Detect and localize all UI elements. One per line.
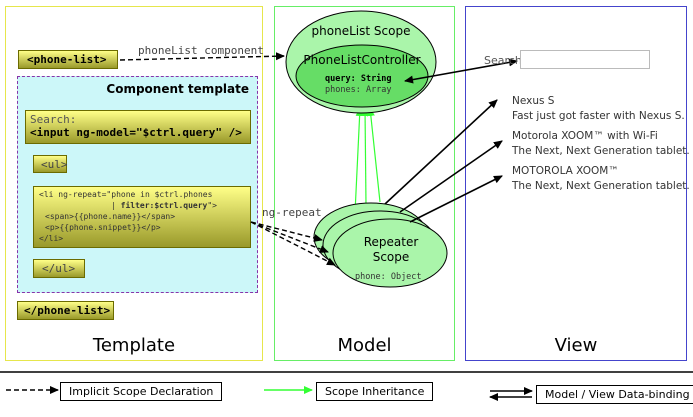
phone-list-open-tag: <phone-list> xyxy=(18,50,118,69)
legend-double-arrow xyxy=(489,387,533,401)
ul-close-tag: </ul> xyxy=(33,259,85,278)
repeater-scope-front-ellipse xyxy=(332,218,448,288)
component-template-title: Component template xyxy=(106,82,249,96)
li-line-2-filter: filter:$ctrl.query xyxy=(120,201,208,210)
scope-inheritance-arrows xyxy=(354,107,381,214)
view-panel-label: View xyxy=(554,335,598,356)
view-item-2-snippet: The Next, Next Generation tablet. xyxy=(512,145,690,157)
view-list-item-3: MOTOROLA XOOM™ The Next, Next Generation… xyxy=(512,164,690,194)
query-key: query xyxy=(325,74,351,84)
repeater-binding-arrows xyxy=(384,99,503,223)
component-dashed-arrow xyxy=(119,52,285,61)
li-line-4: <p>{{phone.snippet}}</p> xyxy=(45,223,161,232)
component-edge-label: phoneList component xyxy=(138,44,264,57)
phonelist-scope-title: phoneList Scope xyxy=(311,24,411,38)
ul-open-tag: <ul> xyxy=(33,155,68,173)
view-item-1-name: Nexus S xyxy=(512,95,555,107)
query-binding-arrow xyxy=(404,58,518,84)
phone-type: : Object xyxy=(380,272,422,282)
phones-prop: phones: Array xyxy=(325,85,392,96)
legend-implicit-scope: Implicit Scope Declaration xyxy=(60,382,223,401)
controller-props: query: String phones: Array xyxy=(325,74,392,96)
ng-repeat-dashed-arrows xyxy=(250,221,336,266)
search-template-input-code: <input ng-model="$ctrl.query" /> xyxy=(30,126,242,139)
phones-key: phones xyxy=(325,85,356,95)
li-line-5: </li> xyxy=(39,234,64,243)
query-prop: query: String xyxy=(325,74,392,85)
view-list-item-1: Nexus S Fast just got faster with Nexus … xyxy=(512,94,685,124)
controller-title: PhoneListController xyxy=(303,53,421,67)
view-list-item-2: Motorola XOOM™ with Wi-Fi The Next, Next… xyxy=(512,129,690,159)
search-template-box: Search: <input ng-model="$ctrl.query" /> xyxy=(25,110,251,144)
li-line-2-pre: | xyxy=(111,201,121,210)
phone-list-close-tag: </phone-list> xyxy=(17,301,114,320)
legend-scope-inheritance: Scope Inheritance xyxy=(316,382,434,401)
ng-repeat-edge-label: ng-repeat xyxy=(262,206,322,219)
view-item-3-snippet: The Next, Next Generation tablet. xyxy=(512,180,690,192)
search-template-label: Search: xyxy=(30,113,77,126)
repeater-scope-title: Repeater Scope xyxy=(350,235,432,265)
phone-key: phone xyxy=(355,272,381,282)
repeater-phone-prop: phone: Object xyxy=(355,272,422,282)
li-line-2-post: "> xyxy=(207,201,217,210)
view-search-label: Search: xyxy=(484,54,526,67)
li-line-1: <li ng-repeat="phone in $ctrl.phones xyxy=(39,190,213,199)
view-item-1-snippet: Fast just got faster with Nexus S. xyxy=(512,110,685,122)
template-panel-label: Template xyxy=(92,335,176,356)
query-type: : String xyxy=(350,74,392,84)
model-panel-label: Model xyxy=(337,335,392,356)
repeater-title-line-2: Scope xyxy=(372,250,410,264)
legend-data-binding: Model / View Data-binding xyxy=(536,385,693,404)
li-repeat-box: <li ng-repeat="phone in $ctrl.phones | f… xyxy=(33,186,251,248)
view-search-input[interactable] xyxy=(520,50,650,69)
li-line-3: <span>{{phone.name}}</span> xyxy=(45,212,176,221)
phones-type: : Array xyxy=(355,85,392,95)
view-item-2-name: Motorola XOOM™ with Wi-Fi xyxy=(512,130,658,142)
li-line-2: | filter:$ctrl.query"> xyxy=(39,200,250,211)
view-item-3-name: MOTOROLA XOOM™ xyxy=(512,165,619,177)
repeater-title-line-1: Repeater xyxy=(363,235,419,249)
